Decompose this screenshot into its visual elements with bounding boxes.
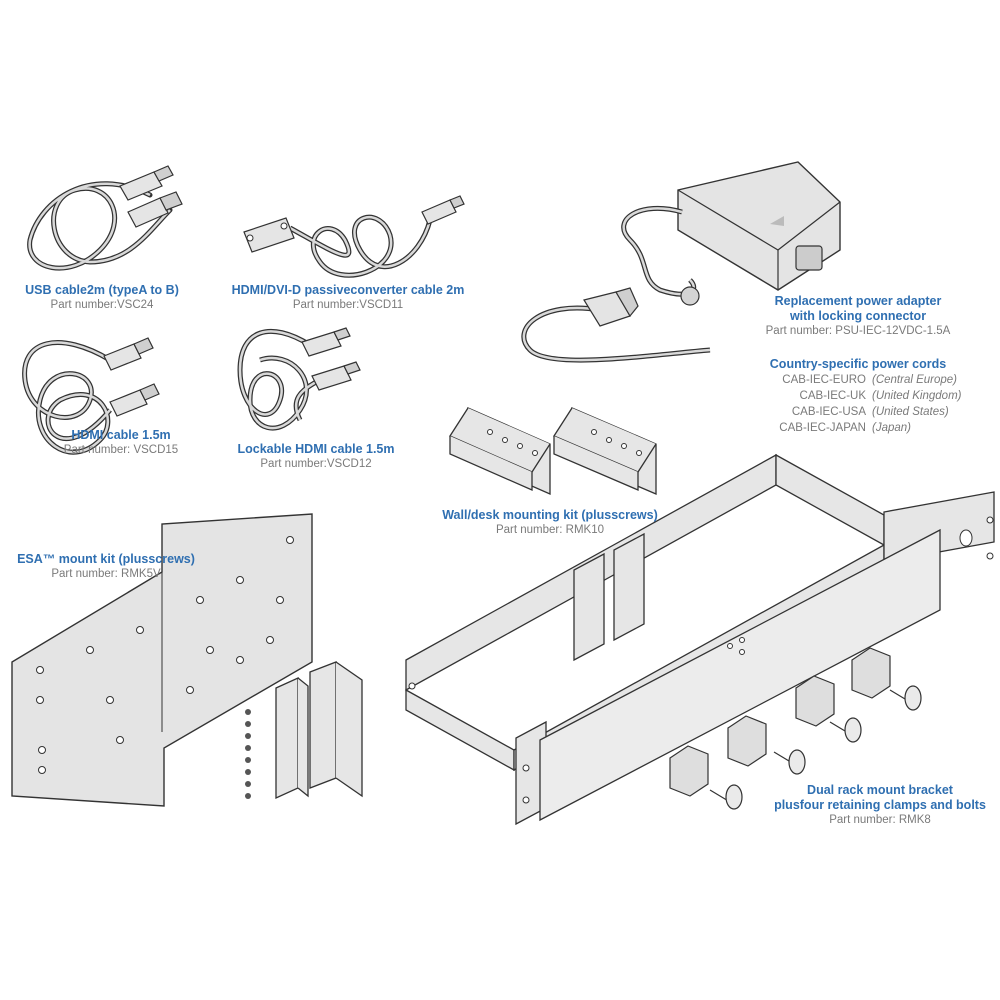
power-adapter-illustration bbox=[621, 161, 841, 306]
esa-mount-plate-illustration bbox=[11, 513, 313, 807]
lockable-hdmi-cable-label: Lockable HDMI cable 1.5m Part number:VSC… bbox=[226, 442, 406, 472]
power-adapter-label: Replacement power adapter with locking c… bbox=[748, 294, 968, 339]
power-cord-row: CAB-IEC-UK (United Kingdom) bbox=[748, 388, 968, 404]
usb-cable-part-number: Part number:VSC24 bbox=[50, 299, 154, 311]
usb-connector-a-icon bbox=[119, 165, 174, 201]
hdmi-dvi-cable-illustration bbox=[288, 214, 433, 278]
hdmi-connector-icon bbox=[103, 337, 160, 417]
power-cord-code: CAB-IEC-EURO bbox=[782, 374, 866, 386]
wall-desk-kit-part-number: Part number: RMK10 bbox=[495, 524, 604, 536]
power-cord-region: (United Kingdom) bbox=[872, 390, 962, 402]
hdmi-cable-illustration bbox=[22, 340, 112, 455]
power-cord-code: CAB-IEC-UK bbox=[799, 390, 866, 402]
hdmi-cable-part-number: Part number: VSCD15 bbox=[63, 444, 179, 456]
usb-cable-title: USB cable2m (typeA to B) bbox=[25, 283, 179, 297]
power-cord-region: (United States) bbox=[872, 406, 949, 418]
hdmi-dvi-cable-label: HDMI/DVI-D passiveconverter cable 2m Par… bbox=[228, 283, 468, 313]
retaining-clamps-illustration bbox=[669, 647, 891, 797]
usb-cable-illustration bbox=[27, 181, 173, 271]
power-cord-code: CAB-IEC-USA bbox=[791, 406, 866, 418]
power-cord-row: CAB-IEC-USA (United States) bbox=[748, 404, 968, 420]
rack-mount-bracket-illustration bbox=[405, 453, 995, 826]
hdmi-connector-icon bbox=[421, 195, 465, 225]
rack-mount-part-number: Part number: RMK8 bbox=[829, 814, 931, 826]
power-cords-title: Country-specific power cords bbox=[769, 357, 947, 371]
power-adapter-part-number: Part number: PSU-IEC-12VDC-1.5A bbox=[765, 325, 951, 337]
power-adapter-title: Replacement power adapter bbox=[774, 294, 942, 308]
hdmi-dvi-cable-part-number: Part number:VSCD11 bbox=[292, 299, 404, 311]
dvi-connector-icon bbox=[243, 217, 295, 253]
rack-mount-title: Dual rack mount bracket bbox=[807, 783, 953, 797]
wall-desk-bracket-illustration bbox=[449, 407, 657, 495]
hdmi-cable-label: HDMI cable 1.5m Part number: VSCD15 bbox=[46, 428, 196, 458]
lockable-hdmi-connector-icon bbox=[301, 327, 361, 391]
lockable-hdmi-cable-title: Lockable HDMI cable 1.5m bbox=[237, 442, 395, 456]
esa-mount-kit-label: ESA™ mount kit (plusscrews) Part number:… bbox=[6, 552, 206, 582]
wall-desk-kit-title: Wall/desk mounting kit (plusscrews) bbox=[442, 508, 658, 522]
wall-desk-kit-label: Wall/desk mounting kit (plusscrews) Part… bbox=[430, 508, 670, 538]
power-cord-region: (Central Europe) bbox=[872, 374, 958, 386]
rack-mount-subtitle: plusfour retaining clamps and bolts bbox=[774, 798, 986, 812]
usb-connector-b-icon bbox=[127, 191, 183, 228]
usb-cable-label: USB cable2m (typeA to B) Part number:VSC… bbox=[12, 283, 192, 313]
lockable-hdmi-cable-part-number: Part number:VSCD12 bbox=[260, 458, 372, 470]
power-cord-region: (Japan) bbox=[872, 422, 911, 434]
power-cord-illustration bbox=[521, 287, 711, 363]
hdmi-dvi-cable-title: HDMI/DVI-D passiveconverter cable 2m bbox=[231, 283, 465, 297]
hdmi-cable-title: HDMI cable 1.5m bbox=[71, 428, 171, 442]
esa-plate-holes bbox=[36, 536, 294, 774]
rack-mount-label: Dual rack mount bracket plusfour retaini… bbox=[765, 783, 995, 828]
screws-icon bbox=[245, 709, 251, 799]
power-cords-list: Country-specific power cords CAB-IEC-EUR… bbox=[748, 356, 968, 436]
esa-angle-bracket-illustration bbox=[275, 661, 363, 800]
esa-mount-kit-part-number: Part number: RMK5V bbox=[51, 568, 161, 580]
esa-mount-kit-title: ESA™ mount kit (plusscrews) bbox=[17, 552, 195, 566]
bolts-icon bbox=[709, 685, 922, 810]
power-cord-row: CAB-IEC-JAPAN (Japan) bbox=[748, 420, 968, 436]
power-cord-row: CAB-IEC-EURO (Central Europe) bbox=[748, 372, 968, 388]
power-adapter-subtitle: with locking connector bbox=[789, 309, 927, 323]
power-cord-code: CAB-IEC-JAPAN bbox=[779, 422, 866, 434]
